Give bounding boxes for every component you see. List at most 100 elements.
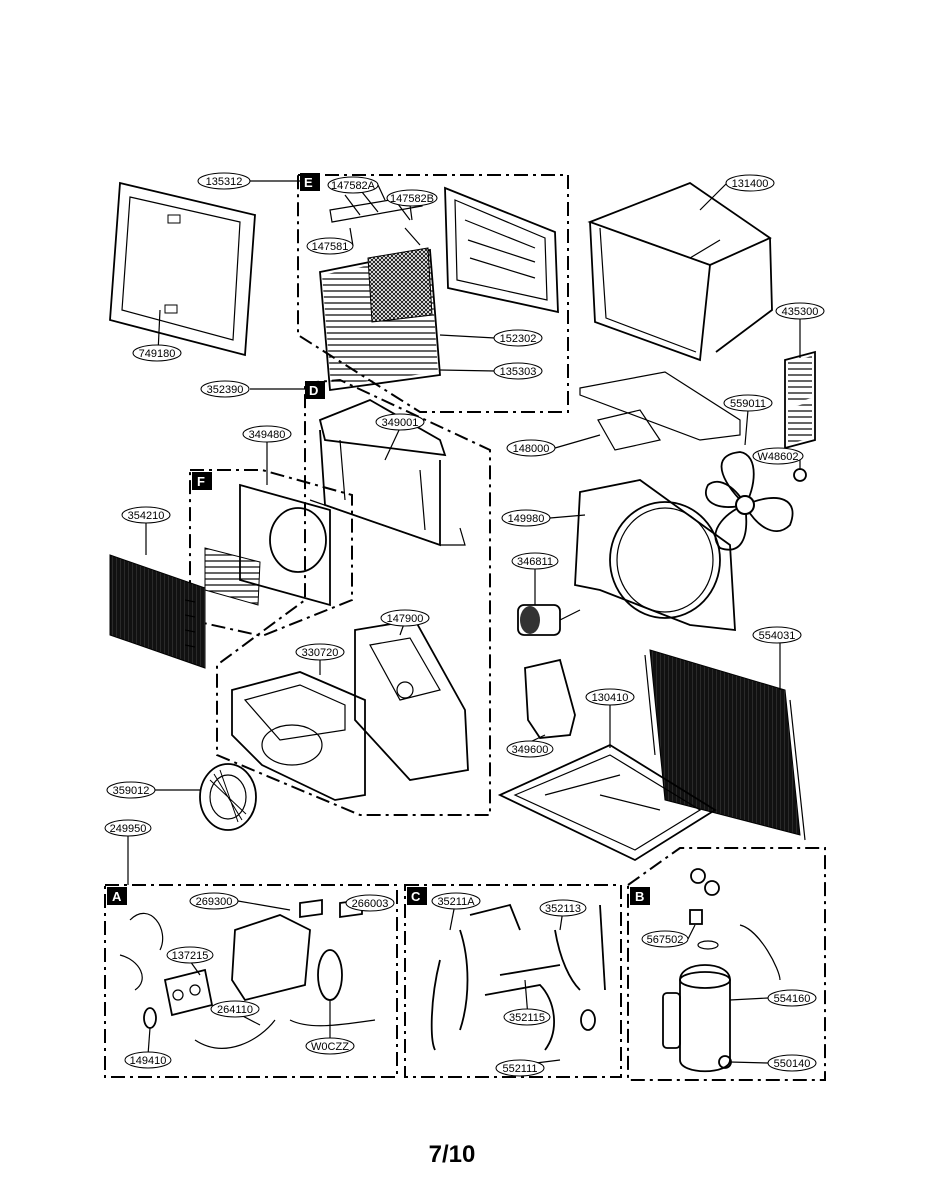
svg-text:352115: 352115 — [509, 1012, 545, 1024]
label-266003: 266003 — [345, 894, 395, 912]
part-labels: 135312 147582A 147582B 147581 152302 135… — [104, 172, 825, 1077]
svg-text:349600: 349600 — [512, 744, 549, 756]
svg-text:F: F — [197, 474, 205, 489]
svg-text:147900: 147900 — [387, 613, 424, 625]
label-554160: 554160 — [767, 989, 817, 1007]
front-grille — [319, 247, 441, 392]
label-554031: 554031 — [752, 626, 802, 644]
page-number: 7/10 — [429, 1141, 476, 1168]
svg-text:359012: 359012 — [113, 785, 150, 797]
svg-text:149980: 149980 — [508, 513, 545, 525]
svg-text:130410: 130410 — [592, 692, 629, 704]
label-w0czz: W0CZZ — [305, 1037, 355, 1055]
leader-lines — [127, 180, 801, 1066]
svg-text:264110: 264110 — [217, 1004, 253, 1016]
control-box-bracket — [309, 399, 466, 547]
svg-text:249950: 249950 — [110, 823, 147, 835]
svg-text:149410: 149410 — [130, 1055, 167, 1067]
svg-text:135303: 135303 — [500, 366, 537, 378]
svg-text:152302: 152302 — [500, 333, 537, 345]
label-349600: 349600 — [506, 740, 554, 758]
svg-text:552111: 552111 — [502, 1063, 537, 1075]
compressor — [662, 868, 781, 1073]
blower-wheel — [199, 763, 257, 831]
label-131400: 131400 — [725, 174, 775, 192]
evaporator-coil — [109, 554, 206, 669]
label-352390: 352390 — [200, 380, 250, 398]
section-outlines — [104, 174, 826, 1081]
label-550140: 550140 — [767, 1054, 817, 1072]
label-567502: 567502 — [641, 930, 689, 948]
section-markers: E D F A C B — [107, 173, 650, 905]
svg-text:131400: 131400 — [732, 178, 769, 190]
evaporator-housing — [204, 483, 331, 607]
label-147582a: 147582A — [327, 176, 379, 194]
section-marker-a: A — [107, 887, 127, 905]
electrical-parts — [119, 898, 376, 1049]
section-marker-b: B — [630, 887, 650, 905]
svg-text:35211A: 35211A — [437, 896, 475, 908]
svg-text:B: B — [635, 889, 644, 904]
label-269300: 269300 — [189, 892, 239, 910]
label-352115: 352115 — [503, 1008, 551, 1026]
label-330720: 330720 — [295, 643, 345, 661]
svg-text:266003: 266003 — [352, 898, 389, 910]
svg-text:137215: 137215 — [172, 950, 209, 962]
label-349001: 349001 — [375, 413, 425, 431]
label-264110: 264110 — [210, 1000, 260, 1018]
label-135312: 135312 — [197, 172, 251, 190]
front-cabinet — [444, 186, 559, 314]
svg-text:A: A — [112, 889, 122, 904]
svg-text:E: E — [304, 175, 313, 190]
label-435300: 435300 — [775, 302, 825, 320]
svg-text:352113: 352113 — [545, 903, 581, 915]
section-marker-d: D — [305, 381, 325, 399]
base-pan — [497, 743, 717, 862]
section-marker-c: C — [407, 887, 427, 905]
label-152302: 152302 — [493, 329, 543, 347]
label-147581: 147581 — [306, 237, 354, 255]
svg-text:W48602: W48602 — [758, 451, 799, 463]
svg-text:435300: 435300 — [782, 306, 819, 318]
fan-shroud — [574, 479, 736, 632]
label-749180: 749180 — [132, 344, 182, 362]
label-559011: 559011 — [723, 394, 773, 412]
svg-text:C: C — [411, 889, 421, 904]
frame-gasket — [109, 181, 256, 357]
svg-text:354210: 354210 — [128, 510, 165, 522]
label-35211a: 35211A — [431, 892, 481, 910]
label-135303: 135303 — [493, 362, 543, 380]
svg-text:349480: 349480 — [249, 429, 286, 441]
svg-text:D: D — [309, 383, 318, 398]
svg-text:148000: 148000 — [513, 443, 550, 455]
blower-scroll — [231, 671, 366, 801]
label-352113: 352113 — [539, 899, 587, 917]
outer-cabinet — [587, 181, 773, 362]
section-marker-f: F — [192, 472, 212, 490]
svg-text:269300: 269300 — [196, 896, 233, 908]
fan-motor — [517, 604, 581, 636]
svg-text:559011: 559011 — [730, 398, 766, 410]
svg-text:550140: 550140 — [774, 1058, 811, 1070]
svg-text:W0CZZ: W0CZZ — [311, 1041, 349, 1053]
label-149410: 149410 — [124, 1051, 172, 1069]
svg-text:749180: 749180 — [139, 348, 176, 360]
label-552111: 552111 — [495, 1059, 545, 1077]
svg-text:554031: 554031 — [759, 630, 796, 642]
label-137215: 137215 — [166, 946, 214, 964]
label-346811: 346811 — [511, 552, 559, 570]
label-148000: 148000 — [506, 439, 556, 457]
label-349480: 349480 — [242, 425, 292, 443]
label-147900: 147900 — [380, 609, 430, 627]
control-panel — [354, 619, 469, 781]
svg-text:135312: 135312 — [206, 176, 243, 188]
svg-text:554160: 554160 — [774, 993, 811, 1005]
svg-text:330720: 330720 — [302, 647, 339, 659]
air-guide — [579, 371, 741, 451]
condenser-coil — [644, 649, 806, 841]
label-147582b: 147582B — [386, 189, 438, 207]
svg-text:147581: 147581 — [312, 241, 349, 253]
label-354210: 354210 — [121, 506, 171, 524]
label-149980: 149980 — [501, 509, 551, 527]
